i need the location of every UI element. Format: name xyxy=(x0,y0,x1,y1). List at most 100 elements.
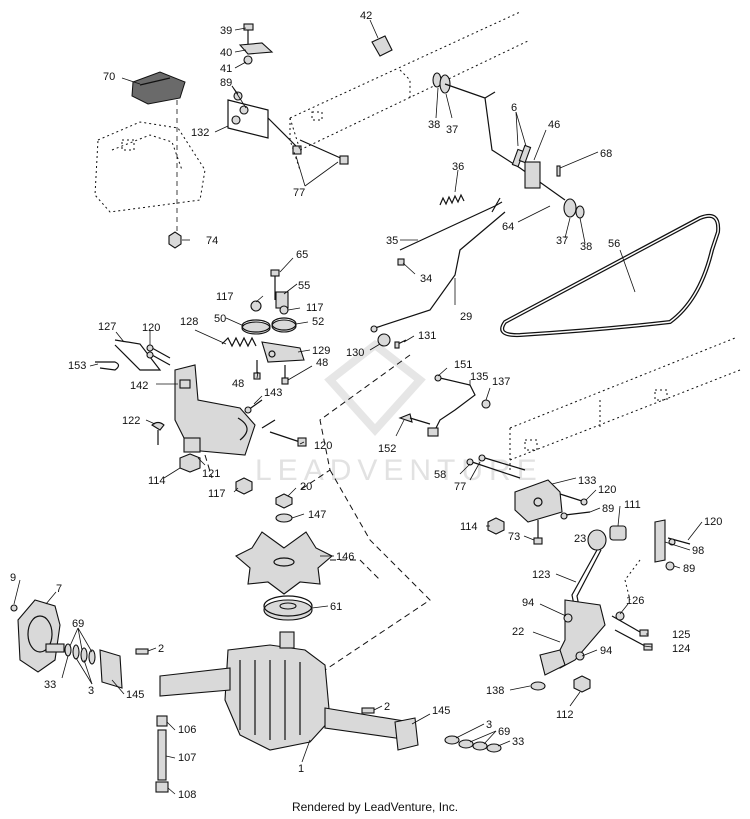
washers-left xyxy=(64,643,96,665)
bolt-130-131 xyxy=(377,333,407,349)
callout-22: 22 xyxy=(512,626,524,638)
pedal-shaft xyxy=(444,83,566,201)
callout-39: 39 xyxy=(220,25,232,37)
callout-74: 74 xyxy=(206,235,218,247)
bolt-122 xyxy=(151,421,165,445)
callout-122: 122 xyxy=(122,415,140,427)
callout-89: 89 xyxy=(220,77,232,89)
callout-labels: 39 40 41 42 70 89 132 77 38 37 6 46 68 3… xyxy=(10,10,722,801)
callout-128: 128 xyxy=(180,316,198,328)
watermark: LEADVENTURE xyxy=(255,339,537,487)
callout-153: 153 xyxy=(68,360,86,372)
callout-2: 2 xyxy=(158,643,164,655)
callout-6: 6 xyxy=(511,102,517,114)
frame-rail-upper xyxy=(289,11,531,171)
nut-20 xyxy=(275,493,293,509)
callout-46: 46 xyxy=(548,119,560,131)
callout-48: 48 xyxy=(316,357,328,369)
callout-120: 120 xyxy=(314,440,332,452)
clip-127 xyxy=(114,339,162,371)
callout-9: 9 xyxy=(10,572,16,584)
callout-107: 107 xyxy=(178,752,196,764)
spacer-145-left xyxy=(99,649,123,689)
frame-rail-lower xyxy=(509,337,741,470)
callout-106: 106 xyxy=(178,724,196,736)
callout-36: 36 xyxy=(452,161,464,173)
callout-137: 137 xyxy=(492,376,510,388)
callout-37: 37 xyxy=(556,235,568,247)
callout-138: 138 xyxy=(486,685,504,697)
washer-138 xyxy=(530,681,546,691)
bolt-9 xyxy=(10,604,18,612)
callout-56: 56 xyxy=(608,238,620,250)
washer-pair-upper xyxy=(432,72,451,94)
callout-65: 65 xyxy=(296,249,308,261)
bolt-65 xyxy=(270,269,280,300)
callout-58: 58 xyxy=(434,469,446,481)
callout-38: 38 xyxy=(428,119,440,131)
callout-35: 35 xyxy=(386,235,398,247)
callout-121: 121 xyxy=(202,468,220,480)
callout-120: 120 xyxy=(142,322,160,334)
arm-135 xyxy=(427,374,491,437)
callout-98: 98 xyxy=(692,545,704,557)
callout-33: 33 xyxy=(44,679,56,691)
bolt-39 xyxy=(243,23,254,45)
bracket-133 xyxy=(514,479,563,523)
bolt-73 xyxy=(533,520,543,545)
callout-147: 147 xyxy=(308,509,326,521)
nut-117-lower xyxy=(235,477,253,495)
bushing-111 xyxy=(609,525,627,541)
pulley-50 xyxy=(241,319,271,335)
spacer-121 xyxy=(179,437,201,473)
callout-117: 117 xyxy=(208,488,226,500)
pin-153 xyxy=(95,361,120,371)
callout-68: 68 xyxy=(600,148,612,160)
pulley-52 xyxy=(271,317,297,333)
callout-77: 77 xyxy=(454,481,466,493)
callout-37: 37 xyxy=(446,124,458,136)
callout-124: 124 xyxy=(672,643,690,655)
bolt-143 xyxy=(244,399,263,414)
callout-42: 42 xyxy=(360,10,372,22)
fan-146 xyxy=(235,531,333,595)
callout-50: 50 xyxy=(214,313,226,325)
callout-117: 117 xyxy=(306,302,324,314)
callout-69: 69 xyxy=(498,726,510,738)
rod-35 xyxy=(397,197,503,266)
nut-117-upper xyxy=(250,300,289,315)
callout-120: 120 xyxy=(598,484,616,496)
callout-89: 89 xyxy=(602,503,614,515)
callout-3: 3 xyxy=(486,719,492,731)
callout-94: 94 xyxy=(600,645,612,657)
drive-belt-56 xyxy=(500,213,721,338)
link-29 xyxy=(370,211,506,333)
callout-52: 52 xyxy=(312,316,324,328)
callout-70: 70 xyxy=(103,71,115,83)
callout-127: 127 xyxy=(98,321,116,333)
bolt-89-right xyxy=(560,511,591,520)
dotted-guide-right xyxy=(624,559,641,601)
spring-36 xyxy=(439,193,465,206)
bolts-48 xyxy=(253,360,289,385)
callout-38: 38 xyxy=(580,241,592,253)
fender-outline xyxy=(94,121,206,213)
clip-40 xyxy=(238,42,274,55)
washer-pair-right xyxy=(563,198,585,219)
bolt-152 xyxy=(398,413,431,425)
callout-130: 130 xyxy=(346,347,364,359)
callout-23: 23 xyxy=(574,533,586,545)
callout-146: 146 xyxy=(336,551,354,563)
washers-right xyxy=(444,735,502,753)
callout-29: 29 xyxy=(460,311,472,323)
callout-69: 69 xyxy=(72,618,84,630)
callout-77: 77 xyxy=(293,187,305,199)
callout-20: 20 xyxy=(300,481,312,493)
bolt-120-right xyxy=(559,493,588,506)
callout-64: 64 xyxy=(502,221,514,233)
nut-114-right xyxy=(487,517,505,535)
callout-133: 133 xyxy=(578,475,596,487)
callout-3: 3 xyxy=(88,685,94,697)
hub-7 xyxy=(17,599,65,673)
